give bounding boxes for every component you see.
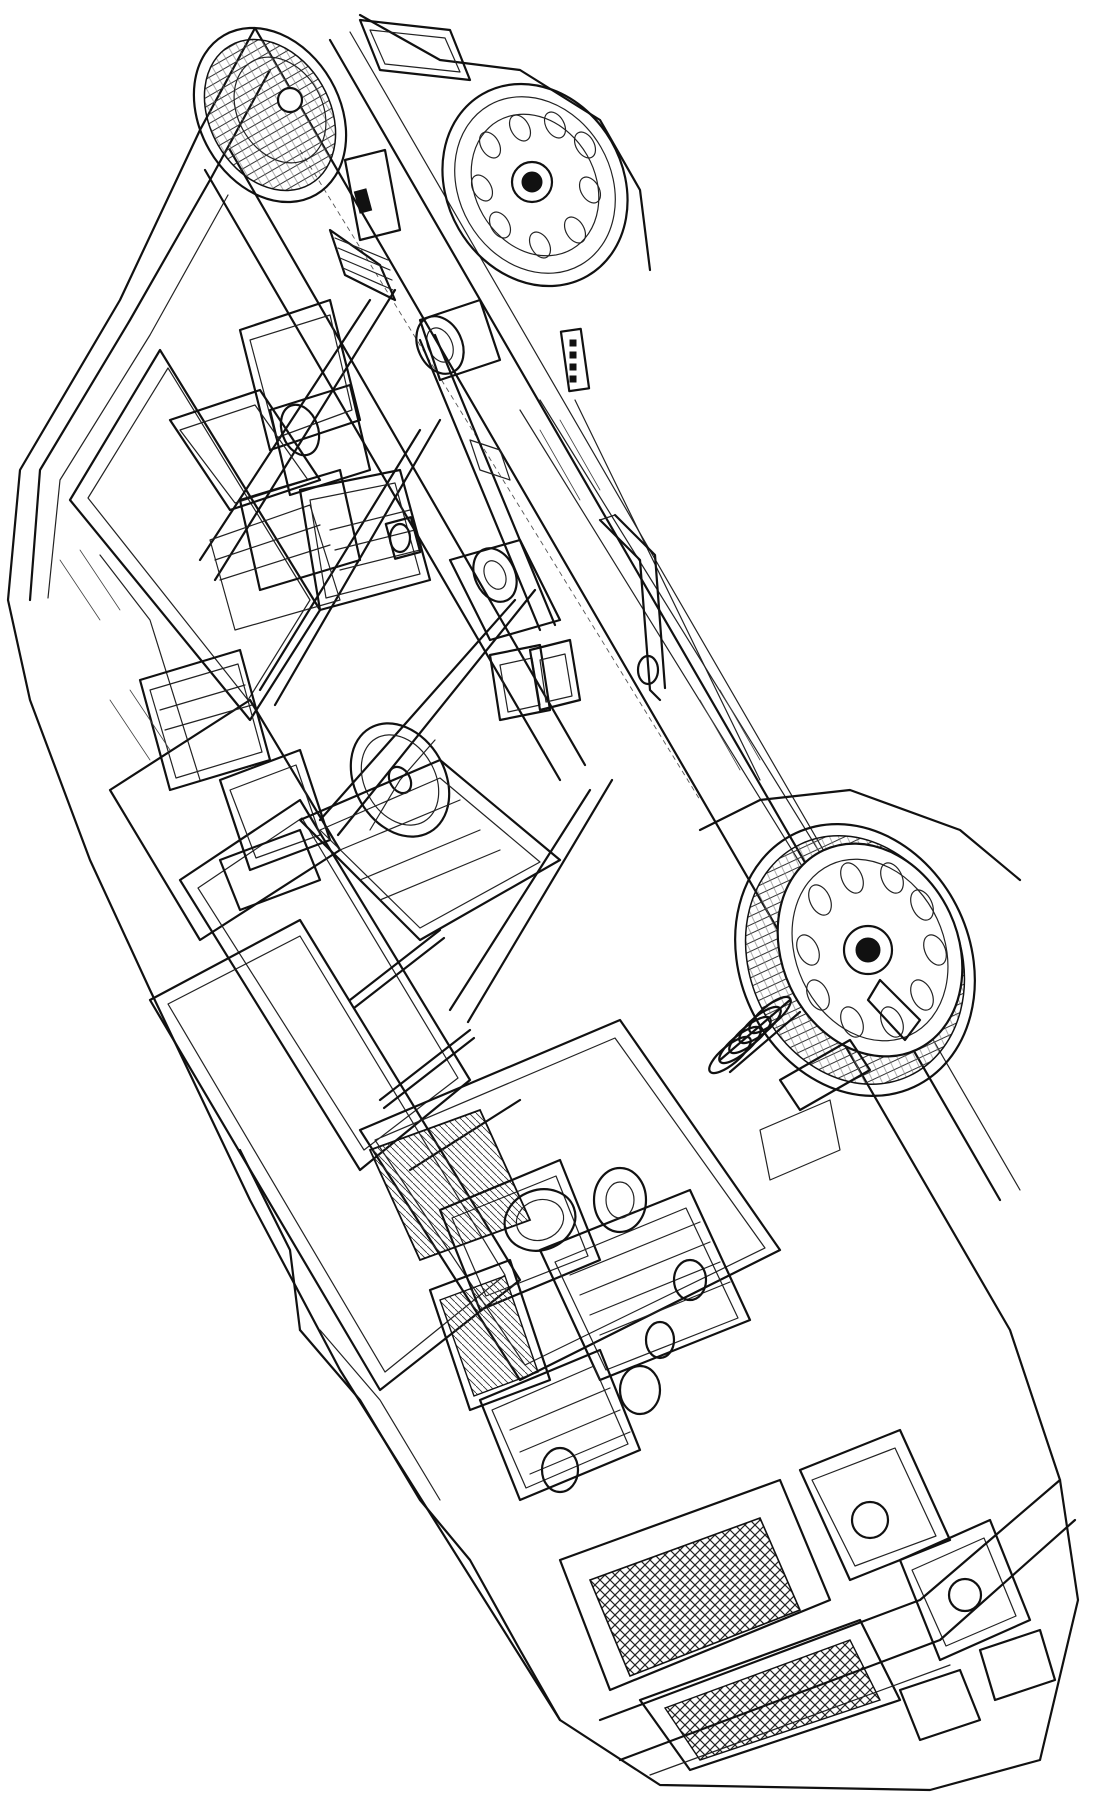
front-left-fender — [238, 1148, 562, 1722]
front-wheel-arch — [698, 788, 1022, 882]
engine-block-icon — [538, 1166, 752, 1382]
rear-fender — [358, 13, 652, 272]
battery — [428, 1258, 552, 1412]
rear-lamp — [358, 18, 472, 82]
rear-suspension — [328, 148, 402, 302]
car-body-outline — [6, 26, 1080, 1792]
front-right-wheel — [734, 823, 976, 1097]
front-bumper — [598, 1478, 1077, 1776]
front-suspension-strut — [708, 995, 872, 1181]
steering-wheel-icon — [349, 722, 451, 838]
headlights — [798, 1428, 1032, 1662]
front-seat-driver — [138, 648, 332, 872]
side-mirror — [528, 638, 582, 712]
exhaust-pipe — [598, 513, 667, 702]
side-badge — [559, 327, 591, 393]
dashboard — [218, 758, 562, 942]
intake-manifold — [478, 1348, 662, 1502]
front-seat-passenger — [298, 468, 432, 612]
rear-left-wheel — [192, 26, 348, 204]
panel-hatching — [59, 419, 761, 771]
rear-right-wheel — [441, 82, 629, 288]
front-grille — [558, 1478, 902, 1772]
driveshaft — [415, 298, 557, 632]
fuel-tank — [238, 298, 372, 497]
rear-seat — [168, 388, 362, 631]
